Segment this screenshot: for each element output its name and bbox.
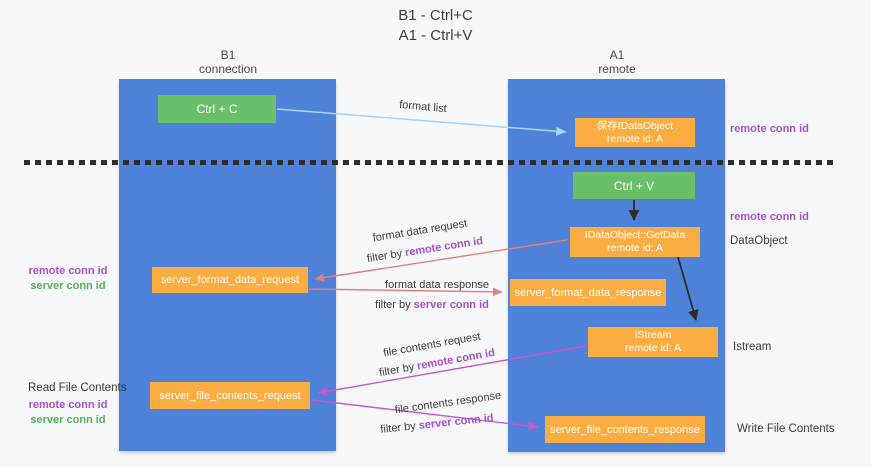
label-filter-server-conn-1: filter by server conn id (375, 299, 489, 311)
node-ctrl-c: Ctrl + C (158, 95, 276, 123)
node-ctrl-c-label: Ctrl + C (196, 102, 238, 116)
label-file-server-conn-id: server conn id (30, 414, 106, 426)
lane-header-a1: A1 remote (537, 48, 697, 76)
label-remote-conn-id-top: remote conn id (730, 123, 809, 135)
node-istream-line1: IStream (634, 329, 672, 341)
label-write-file-contents: Write File Contents (737, 423, 835, 435)
filter-prefix-4: filter by (379, 419, 420, 436)
node-save-idataobject-line1: 保存IDataObject (596, 119, 674, 132)
label-format-server-conn-id: server conn id (30, 280, 106, 292)
filter-prefix-2: filter by (375, 299, 414, 311)
dashed-divider (24, 160, 834, 165)
node-istream: IStream remote id: A (588, 327, 718, 357)
label-istream: Istream (733, 341, 772, 353)
node-save-idataobject-line2: remote id: A (606, 132, 664, 145)
node-file-request-label: server_file_contents_request (159, 389, 301, 402)
label-format-remote-conn-id: remote conn id (28, 265, 108, 277)
label-dataobject: DataObject (730, 235, 788, 247)
label-remote-conn-id-mid: remote conn id (730, 211, 809, 223)
lane-b1-name: B1 (220, 48, 236, 62)
node-istream-line2: remote id: A (624, 342, 682, 354)
filter-prefix-3: filter by (378, 360, 419, 380)
label-file-remote-conn-id: remote conn id (28, 399, 108, 411)
node-ctrl-v: Ctrl + V (573, 172, 695, 199)
node-ctrl-v-label: Ctrl + V (613, 178, 655, 193)
filter-key-4: server conn id (418, 412, 495, 432)
title-line-1: B1 - Ctrl+C (398, 7, 473, 24)
label-block-format-conn-ids: remote conn id server conn id (22, 264, 114, 294)
node-format-request-label: server_format_data_request (160, 274, 300, 286)
label-format-data-response: format data response (385, 279, 489, 291)
diagram-title: B1 - Ctrl+C A1 - Ctrl+V (0, 6, 871, 46)
node-file-response-label: server_file_contents_response (550, 423, 700, 436)
node-server-format-data-request: server_format_data_request (152, 267, 308, 293)
node-save-idataobject: 保存IDataObject remote id: A (575, 118, 695, 147)
lane-a1-name: A1 (609, 48, 625, 62)
label-format-list: format list (398, 98, 448, 116)
node-getdata-line2: remote id: A (606, 242, 664, 254)
lane-b1-role: connection (198, 62, 258, 76)
filter-key-2: server conn id (413, 299, 489, 311)
filter-prefix-1: filter by (366, 247, 407, 266)
filter-key-1: remote conn id (404, 234, 484, 260)
label-block-file-conn-ids: remote conn id server conn id (22, 398, 114, 428)
lane-a1-role: remote (598, 62, 636, 76)
label-read-file-contents: Read File Contents (28, 382, 127, 394)
node-format-response-label: server_format_data_response (514, 286, 662, 299)
title-line-2: A1 - Ctrl+V (398, 27, 473, 44)
node-getdata-line1: IDataObject::GetData (584, 229, 686, 241)
node-idataobject-getdata: IDataObject::GetData remote id: A (570, 227, 700, 257)
node-server-file-contents-request: server_file_contents_request (150, 382, 310, 409)
node-server-format-data-response: server_format_data_response (510, 279, 666, 306)
node-server-file-contents-response: server_file_contents_response (545, 416, 705, 443)
lane-header-b1: B1 connection (148, 48, 308, 76)
